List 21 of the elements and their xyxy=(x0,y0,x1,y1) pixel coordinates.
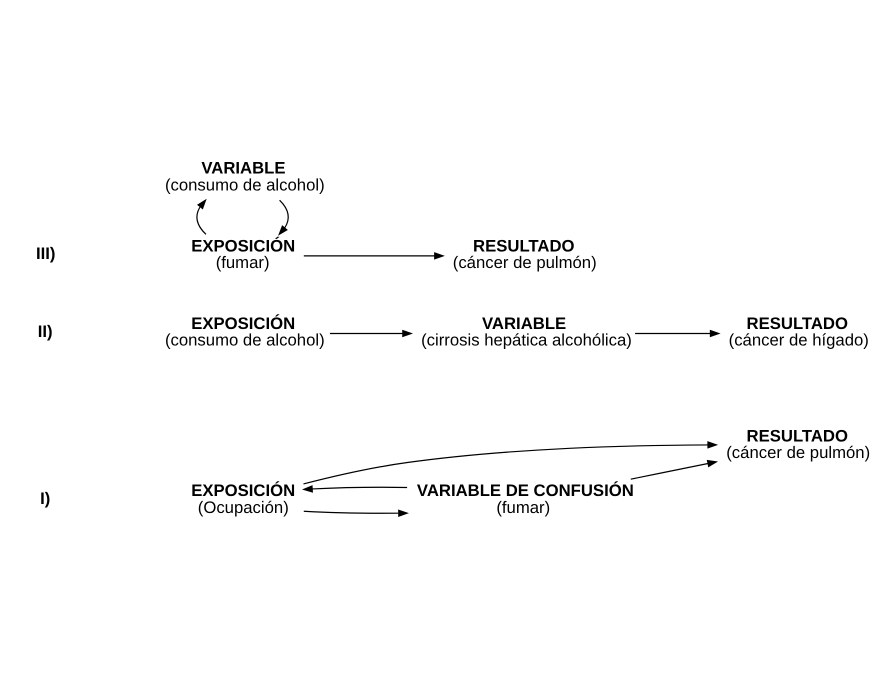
node-text: EXPOSICIÓN (fumar) xyxy=(191,236,296,272)
label: I) xyxy=(40,488,50,508)
node-text: VARIABLE (cirrosis hepática alcohólica) xyxy=(421,313,632,350)
node-text: VARIABLE (consumo de alcohol) xyxy=(164,158,325,194)
arrow xyxy=(302,484,408,492)
node-text: RESULTADO (cáncer de hígado) xyxy=(728,313,869,350)
node-text: RESULTADO (cáncer de pulmón) xyxy=(726,426,870,462)
arrow xyxy=(304,252,445,260)
arrow xyxy=(196,198,207,234)
label: III) xyxy=(36,244,56,263)
label: II) xyxy=(38,321,53,340)
arrow xyxy=(303,440,718,484)
arrow xyxy=(635,329,721,337)
node-text: EXPOSICIÓN (Ocupación) xyxy=(191,480,296,516)
node-text: VARIABLE DE CONFUSIÓN (fumar) xyxy=(416,480,634,516)
node-text: RESULTADO (cáncer de pulmón) xyxy=(452,236,597,272)
node-text: EXPOSICIÓN (consumo de alcohol) xyxy=(164,313,325,350)
arrow xyxy=(304,508,409,516)
arrow xyxy=(630,459,718,480)
arrow xyxy=(330,329,413,337)
arrow xyxy=(278,199,289,236)
